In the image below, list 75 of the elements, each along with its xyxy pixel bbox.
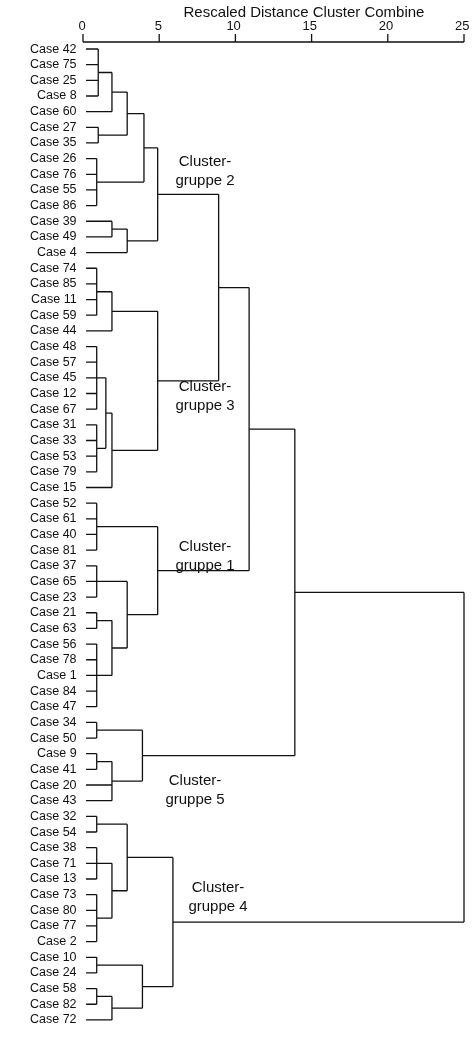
case-label: Case 63 xyxy=(30,621,77,635)
case-label: Case 23 xyxy=(30,590,77,604)
case-label: Case 86 xyxy=(30,199,77,212)
case-label: Case 74 xyxy=(30,261,77,275)
tick-label: 25 xyxy=(455,19,470,32)
case-label: Case 81 xyxy=(30,543,77,557)
case-label: Case 25 xyxy=(30,73,77,87)
case-label: Case 24 xyxy=(30,966,77,979)
case-label: Case 34 xyxy=(30,715,77,729)
tick-label: 10 xyxy=(226,19,241,32)
case-label: Case 37 xyxy=(30,559,77,572)
case-label: Case 40 xyxy=(30,527,77,541)
cluster-label: Cluster- gruppe 1 xyxy=(174,536,236,574)
case-label: Case 13 xyxy=(30,872,77,885)
case-label: Case 9 xyxy=(37,747,77,760)
case-label: Case 71 xyxy=(30,856,77,870)
case-label: Case 65 xyxy=(30,574,77,588)
case-label: Case 77 xyxy=(30,919,77,932)
case-label: Case 11 xyxy=(31,293,77,306)
cluster-label: Cluster- gruppe 4 xyxy=(187,877,249,915)
case-label: Case 53 xyxy=(30,449,77,463)
case-label: Case 38 xyxy=(30,841,77,854)
case-label: Case 35 xyxy=(30,136,77,149)
tick-label: 0 xyxy=(78,19,86,32)
case-label: Case 50 xyxy=(30,731,77,745)
case-label: Case 54 xyxy=(30,825,77,838)
case-label: Case 2 xyxy=(37,935,77,948)
case-label: Case 78 xyxy=(30,653,77,666)
case-label: Case 45 xyxy=(30,371,77,384)
cluster-label: Cluster- gruppe 5 xyxy=(164,770,226,808)
case-label: Case 43 xyxy=(30,794,77,807)
tick-label: 15 xyxy=(302,19,318,32)
case-label: Case 4 xyxy=(37,246,77,259)
case-label: Case 26 xyxy=(30,152,77,165)
case-label: Case 56 xyxy=(30,637,77,651)
case-label: Case 33 xyxy=(30,434,77,447)
case-label: Case 72 xyxy=(30,1013,77,1026)
case-label: Case 84 xyxy=(30,684,77,698)
case-label: Case 32 xyxy=(30,809,77,823)
case-label: Case 1 xyxy=(37,668,77,682)
cluster-label: Cluster- gruppe 3 xyxy=(174,376,236,414)
case-label: Case 59 xyxy=(30,308,77,322)
tick-label: 20 xyxy=(378,19,394,32)
case-label: Case 20 xyxy=(30,778,77,791)
case-label: Case 21 xyxy=(30,606,77,619)
case-label: Case 67 xyxy=(30,402,77,416)
case-label: Case 48 xyxy=(30,340,77,353)
case-label: Case 61 xyxy=(30,512,77,525)
case-label: Case 55 xyxy=(30,183,77,196)
case-label: Case 12 xyxy=(30,387,77,400)
case-label: Case 31 xyxy=(30,418,77,431)
cluster-label: Cluster- gruppe 2 xyxy=(174,151,236,189)
case-label: Case 41 xyxy=(30,762,77,776)
case-label: Case 79 xyxy=(30,465,77,478)
case-label: Case 57 xyxy=(30,355,77,369)
case-label: Case 47 xyxy=(30,700,77,713)
case-label: Case 76 xyxy=(30,167,77,181)
case-label: Case 73 xyxy=(30,888,77,901)
case-label: Case 42 xyxy=(30,42,77,55)
case-label: Case 82 xyxy=(30,997,77,1011)
case-label: Case 39 xyxy=(30,214,77,228)
case-label: Case 10 xyxy=(30,950,77,964)
case-label: Case 52 xyxy=(30,496,77,510)
case-label: Case 8 xyxy=(37,89,77,102)
case-label: Case 27 xyxy=(30,120,77,134)
case-label: Case 85 xyxy=(30,277,77,290)
case-label: Case 80 xyxy=(30,903,77,917)
tick-label: 5 xyxy=(154,19,162,32)
case-label: Case 44 xyxy=(30,324,77,337)
case-label: Case 49 xyxy=(30,230,77,243)
case-label: Case 15 xyxy=(30,480,77,494)
case-label: Case 58 xyxy=(30,982,77,995)
axis-title: Rescaled Distance Cluster Combine xyxy=(183,4,425,19)
case-label: Case 60 xyxy=(30,105,77,118)
case-label: Case 75 xyxy=(30,58,77,71)
